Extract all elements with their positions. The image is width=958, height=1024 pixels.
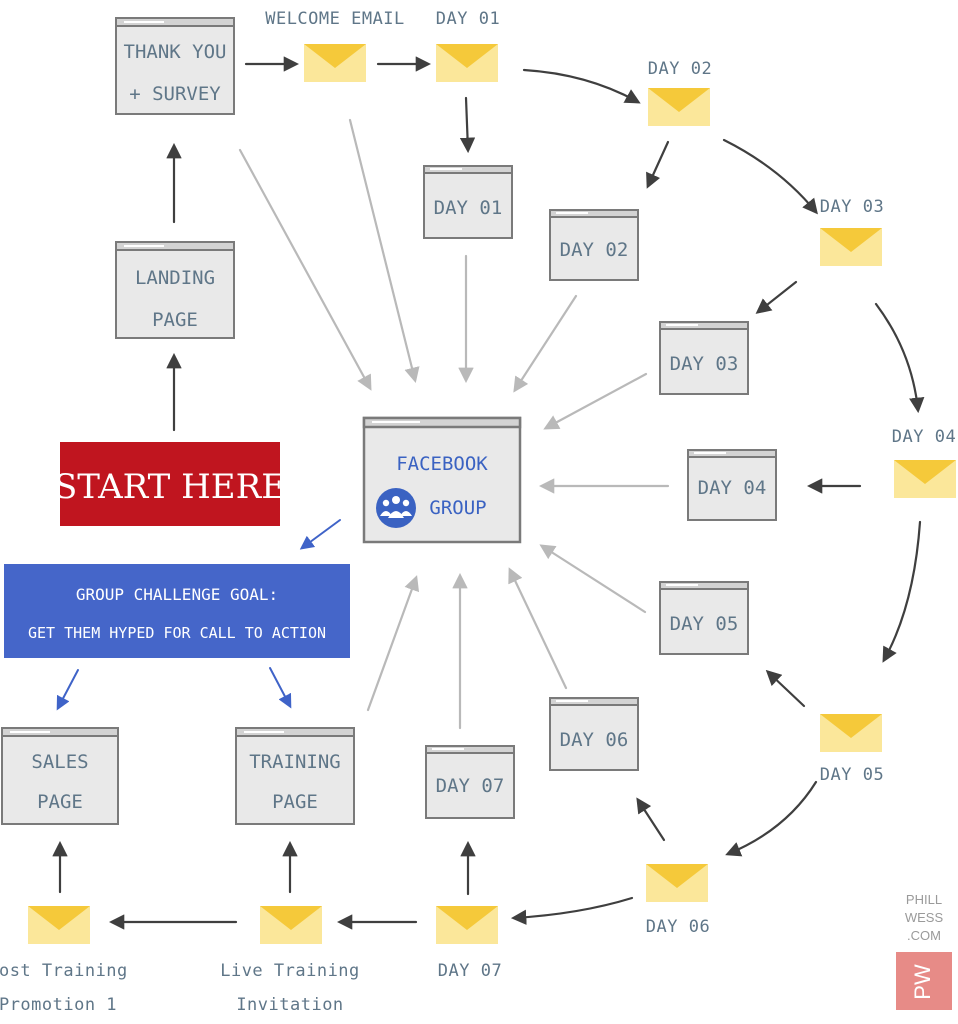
arrow-day03-to-day04 bbox=[874, 302, 925, 414]
window-day03: DAY 03 bbox=[659, 321, 749, 395]
envelope-icon bbox=[894, 460, 956, 498]
thank-you-line-2: + SURVEY bbox=[129, 83, 221, 105]
envelope-day06: DAY 06 bbox=[646, 864, 710, 937]
arrow-day02-to-day03 bbox=[722, 138, 818, 215]
arrow-goal-to-training bbox=[269, 667, 292, 709]
sales-line-2: PAGE bbox=[37, 791, 83, 813]
envelope-welcome: WELCOME EMAIL bbox=[265, 9, 405, 82]
envelope-post-training: Post Training Promotion 1 bbox=[0, 906, 128, 1015]
window-landing-page: LANDING PAGE bbox=[115, 241, 235, 339]
day07-page-label: DAY 07 bbox=[436, 775, 505, 797]
arrow-day04-to-day05 bbox=[882, 520, 922, 663]
envelope-live-training: Live Training Invitation bbox=[220, 906, 360, 1015]
day04-page-label: DAY 04 bbox=[698, 477, 767, 499]
brand-line-2: WESS bbox=[905, 910, 944, 925]
window-day04: DAY 04 bbox=[687, 449, 777, 521]
brand-badge-label: PW bbox=[910, 964, 935, 1000]
envelope-day01: DAY 01 bbox=[436, 9, 500, 82]
welcome-email-label: WELCOME EMAIL bbox=[265, 9, 405, 29]
window-day07: DAY 07 bbox=[425, 745, 515, 819]
arrow-day02-page-to-facebook bbox=[513, 294, 578, 393]
brand-line-3: .COM bbox=[907, 928, 941, 943]
envelope-icon bbox=[820, 228, 882, 266]
day03-page-label: DAY 03 bbox=[670, 353, 739, 375]
day02-email-label: DAY 02 bbox=[648, 59, 712, 79]
group-users-icon bbox=[376, 488, 416, 528]
arrow-day06-page-to-facebook bbox=[508, 567, 568, 690]
envelope-icon bbox=[436, 906, 498, 944]
facebook-line-2: GROUP bbox=[429, 497, 486, 519]
arrow-day03-page-to-facebook bbox=[543, 372, 648, 430]
thank-you-line-1: THANK YOU bbox=[124, 41, 227, 63]
start-here-label: START HERE bbox=[54, 467, 286, 507]
window-day05: DAY 05 bbox=[659, 581, 749, 655]
window-facebook-group: FACEBOOK GROUP bbox=[362, 416, 522, 544]
window-thank-you-survey: THANK YOU + SURVEY bbox=[115, 17, 235, 115]
live-training-line-2: Invitation bbox=[236, 995, 343, 1015]
envelope-icon bbox=[304, 44, 366, 82]
arrow-goal-to-sales bbox=[56, 669, 79, 711]
envelope-day05: DAY 05 bbox=[820, 714, 884, 785]
envelope-day03: DAY 03 bbox=[820, 197, 884, 266]
sales-line-1: SALES bbox=[31, 751, 88, 773]
envelope-icon bbox=[646, 864, 708, 902]
arrow-start-to-goal bbox=[299, 519, 341, 550]
arrow-day06-email-to-page bbox=[636, 797, 666, 842]
goal-line-1: GROUP CHALLENGE GOAL: bbox=[76, 585, 278, 604]
envelope-day07: DAY 07 bbox=[436, 906, 502, 981]
day07-email-label: DAY 07 bbox=[438, 961, 502, 981]
day05-page-label: DAY 05 bbox=[670, 613, 739, 635]
day06-page-label: DAY 06 bbox=[560, 729, 629, 751]
window-training-page: TRAINING PAGE bbox=[235, 727, 355, 825]
window-day01: DAY 01 bbox=[423, 165, 513, 239]
envelope-icon bbox=[28, 906, 90, 944]
day04-email-label: DAY 04 bbox=[892, 427, 956, 447]
envelope-icon bbox=[260, 906, 322, 944]
day03-email-label: DAY 03 bbox=[820, 197, 884, 217]
arrow-day06-to-day07 bbox=[510, 896, 634, 925]
window-day02: DAY 02 bbox=[549, 209, 639, 281]
training-line-1: TRAINING bbox=[249, 751, 341, 773]
arrow-welcome-to-facebook bbox=[348, 118, 420, 383]
training-line-2: PAGE bbox=[272, 791, 318, 813]
arrow-day02-email-to-page bbox=[646, 140, 670, 189]
window-sales-page: SALES PAGE bbox=[1, 727, 119, 825]
day01-page-label: DAY 01 bbox=[434, 197, 503, 219]
start-here-banner: START HERE bbox=[54, 442, 286, 526]
goal-arrows bbox=[56, 519, 341, 711]
arrow-thankyou-to-facebook bbox=[238, 148, 372, 391]
envelope-day04: DAY 04 bbox=[892, 427, 956, 498]
group-challenge-goal-box: GROUP CHALLENGE GOAL: GET THEM HYPED FOR… bbox=[4, 564, 350, 658]
arrow-day05-to-day06 bbox=[725, 780, 818, 857]
day02-page-label: DAY 02 bbox=[560, 239, 629, 261]
facebook-line-1: FACEBOOK bbox=[396, 453, 488, 475]
post-training-line-2: Promotion 1 bbox=[0, 995, 117, 1015]
envelope-icon bbox=[648, 88, 710, 126]
goal-line-2: GET THEM HYPED FOR CALL TO ACTION bbox=[28, 624, 326, 642]
day01-email-label: DAY 01 bbox=[436, 9, 500, 29]
brand-line-1: PHILL bbox=[906, 892, 942, 907]
day05-email-label: DAY 05 bbox=[820, 765, 884, 785]
flow-arrows bbox=[52, 56, 925, 930]
arrow-day01-email-to-page bbox=[459, 96, 476, 154]
envelope-icon bbox=[436, 44, 498, 82]
envelope-day02: DAY 02 bbox=[648, 59, 712, 126]
live-training-line-1: Live Training bbox=[220, 961, 360, 981]
arrow-day03-email-to-page bbox=[755, 280, 798, 314]
arrow-day05-page-to-facebook bbox=[539, 544, 647, 614]
envelope-icon bbox=[820, 714, 882, 752]
landing-line-2: PAGE bbox=[152, 309, 198, 331]
arrow-day01-to-day02 bbox=[522, 68, 641, 104]
window-day06: DAY 06 bbox=[549, 697, 639, 771]
brand-badge bbox=[896, 952, 952, 1010]
arrow-training-to-facebook bbox=[366, 575, 420, 712]
feeder-arrows bbox=[238, 118, 670, 730]
day06-email-label: DAY 06 bbox=[646, 917, 710, 937]
arrow-day05-email-to-page bbox=[765, 669, 806, 708]
brand-logo: PHILL WESS .COM PW bbox=[896, 892, 952, 1010]
landing-line-1: LANDING bbox=[135, 267, 215, 289]
post-training-line-1: Post Training bbox=[0, 961, 128, 981]
